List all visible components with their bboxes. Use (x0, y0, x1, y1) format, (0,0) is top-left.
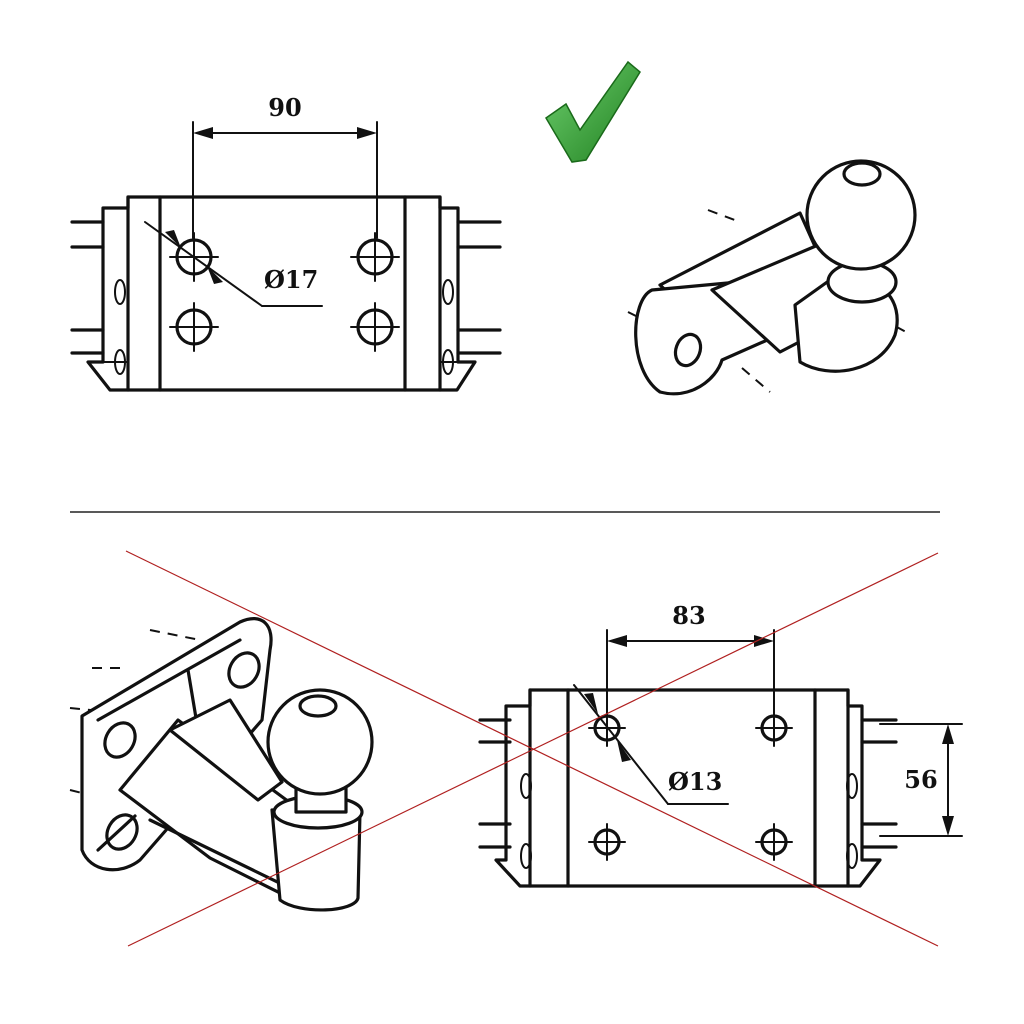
top-right-hitch-isometric (627, 159, 917, 396)
dimension-label-13: Ø13 (668, 767, 722, 796)
mounting-hole (169, 302, 219, 352)
left-rail (70, 220, 105, 355)
mounting-hole (588, 823, 626, 861)
dimension-spacing-90: 90 (192, 93, 378, 239)
check-icon (545, 60, 641, 163)
mounting-hole (350, 302, 400, 352)
dimension-label-17: Ø17 (264, 265, 318, 294)
dimension-spacing-83: 83 (606, 601, 775, 715)
dimension-label-56: 56 (904, 765, 937, 794)
mounting-hole (350, 232, 400, 282)
dimension-spacing-56: 56 (879, 723, 963, 837)
dimension-label-83: 83 (672, 601, 705, 630)
top-left-plate-drawing: 90 Ø17 (70, 93, 502, 392)
cross-icon (125, 550, 939, 947)
mounting-hole (755, 823, 793, 861)
bottom-right-plate-drawing: 83 Ø13 56 (478, 601, 963, 888)
dimension-diameter-13: Ø13 (573, 684, 729, 805)
right-rail (860, 718, 898, 849)
tow-ball (266, 688, 374, 796)
tow-ball (805, 159, 917, 271)
bottom-left-hitch-isometric (69, 617, 374, 912)
right-rail (456, 220, 502, 355)
dimension-diameter-17: Ø17 (144, 221, 323, 307)
dimension-label-90: 90 (268, 93, 301, 122)
mounting-hole (755, 709, 793, 747)
